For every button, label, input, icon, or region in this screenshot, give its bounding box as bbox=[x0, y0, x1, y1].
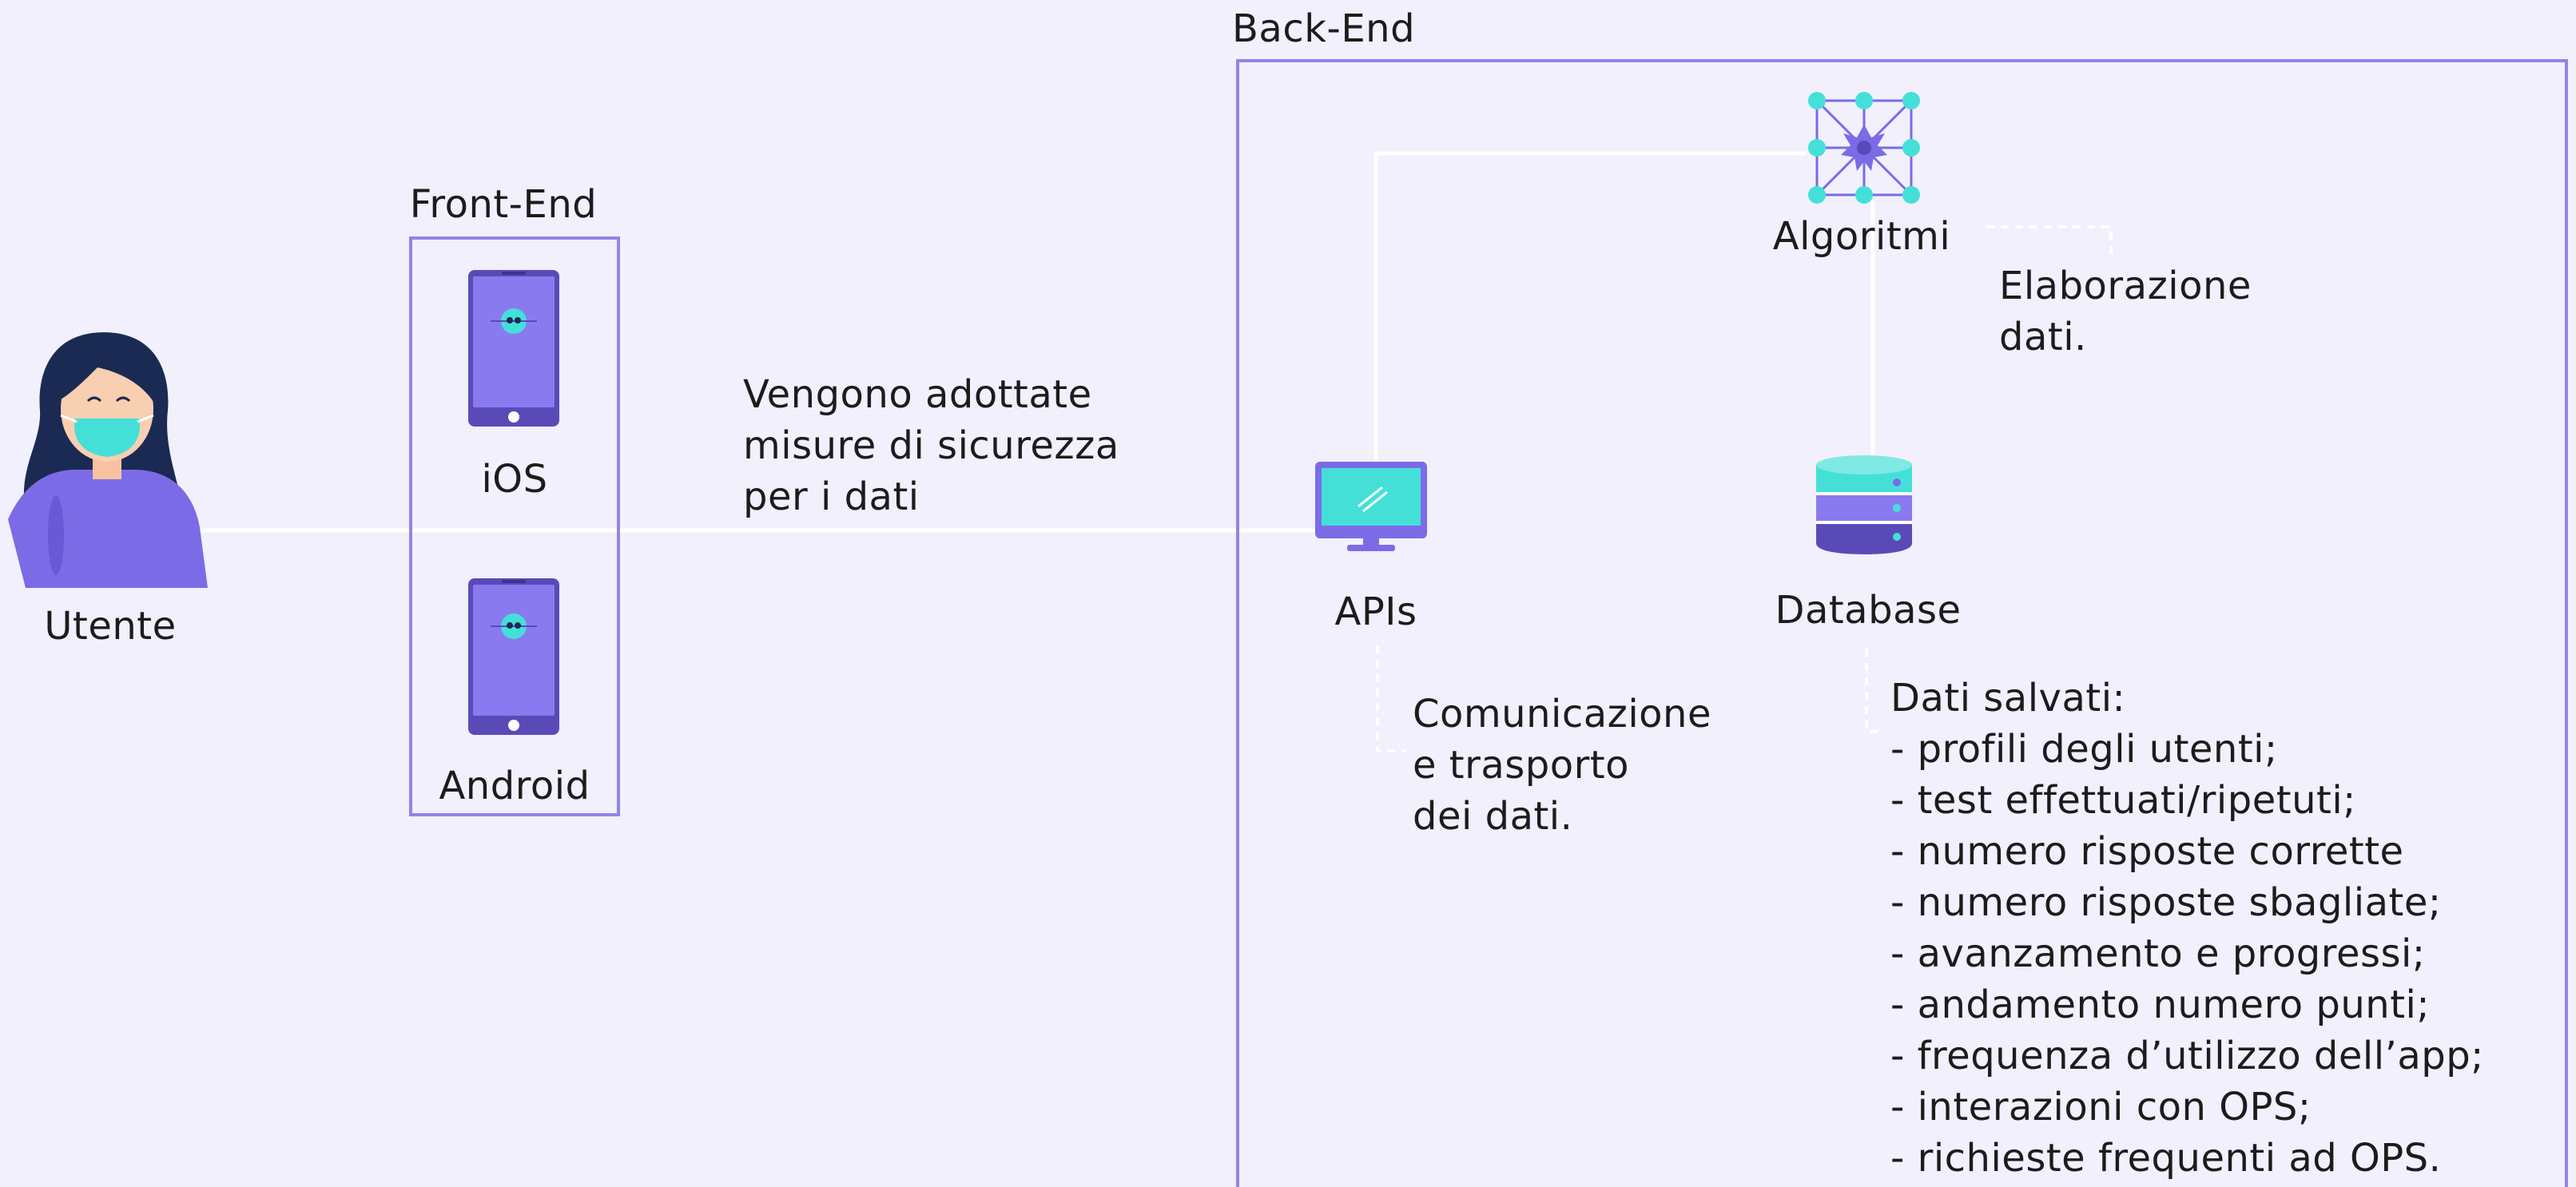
list-item: - richieste frequenti ad OPS. bbox=[1890, 1136, 2442, 1181]
elaboration-annotation: Elaborazione dati. bbox=[1999, 260, 2252, 363]
smartphone-icon bbox=[468, 270, 559, 427]
network-node-icon bbox=[1808, 92, 1920, 204]
communication-line-2: e trasporto bbox=[1413, 743, 1630, 788]
database-icon bbox=[1816, 455, 1912, 554]
back-end-box bbox=[1236, 59, 2568, 1187]
security-line-1: Vengono adottate bbox=[743, 372, 1092, 417]
android-label: Android bbox=[439, 764, 590, 808]
elaboration-line-2: dati. bbox=[1999, 315, 2087, 359]
elaboration-line-1: Elaborazione bbox=[1999, 264, 2252, 308]
communication-line-3: dei dati. bbox=[1413, 794, 1573, 839]
saved-data-title: Dati salvati: bbox=[1890, 676, 2126, 721]
front-end-box bbox=[409, 236, 620, 816]
user-label: Utente bbox=[44, 604, 177, 649]
back-end-title: Back-End bbox=[1232, 6, 1416, 51]
list-item: - profili degli utenti; bbox=[1890, 727, 2278, 772]
smartphone-icon bbox=[468, 578, 559, 735]
elaboration-leader bbox=[1986, 225, 2113, 257]
communication-line-1: Comunicazione bbox=[1413, 692, 1711, 736]
list-item: - numero risposte sbagliate; bbox=[1890, 880, 2442, 925]
list-item: - interazioni con OPS; bbox=[1890, 1085, 2312, 1129]
security-annotation: Vengono adottate misure di sicurezza per… bbox=[743, 369, 1119, 522]
database-label: Database bbox=[1775, 588, 1962, 633]
saved-data-list: Dati salvati: - profili degli utenti; - … bbox=[1890, 673, 2484, 1184]
list-item: - numero risposte corrette bbox=[1890, 829, 2404, 874]
communication-annotation: Comunicazione e trasporto dei dati. bbox=[1413, 689, 1711, 842]
algorithms-label: Algoritmi bbox=[1772, 214, 1951, 259]
apis-algorithms-connector bbox=[1373, 151, 1806, 462]
saved-data-leader bbox=[1865, 649, 1879, 733]
ios-label: iOS bbox=[481, 457, 548, 502]
communication-leader bbox=[1376, 645, 1406, 752]
apis-label: APIs bbox=[1334, 590, 1417, 634]
monitor-icon bbox=[1315, 462, 1427, 551]
list-item: - andamento numero punti; bbox=[1890, 983, 2431, 1027]
list-item: - avanzamento e progressi; bbox=[1890, 931, 2426, 976]
security-line-2: misure di sicurezza bbox=[743, 423, 1119, 468]
list-item: - frequenza d’utilizzo dell’app; bbox=[1890, 1034, 2484, 1078]
woman-with-mask-icon bbox=[8, 332, 208, 588]
front-end-title: Front-End bbox=[409, 182, 598, 227]
list-item: - test effettuati/ripetuti; bbox=[1890, 778, 2356, 823]
security-line-3: per i dati bbox=[743, 474, 920, 519]
